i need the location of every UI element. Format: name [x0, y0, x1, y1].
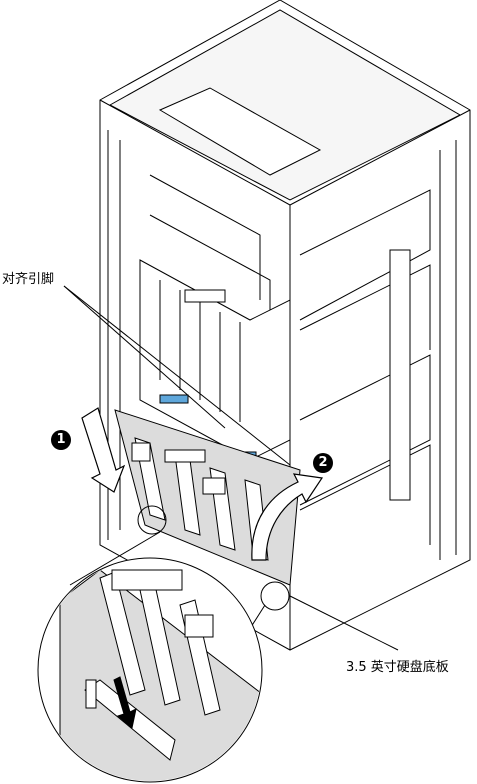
alignment-pins-label: 对齐引脚 [2, 272, 55, 287]
detail-magnified-view [37, 557, 263, 783]
step-2-badge: 2 [313, 453, 333, 473]
rotate-arrow-icon [251, 473, 324, 561]
step-1-badge: 1 [51, 430, 71, 450]
arrow-down-icon [81, 407, 126, 493]
backplate-label: 3.5 英寸硬盘底板 [346, 660, 449, 675]
detail-arrow-down-icon [113, 676, 137, 729]
